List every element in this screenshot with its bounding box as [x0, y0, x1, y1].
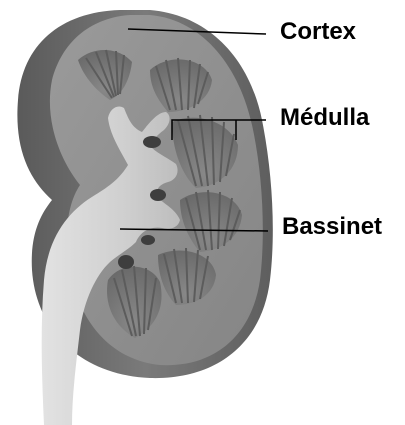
- pelvis-label: Bassinet: [282, 213, 382, 241]
- cortex-label: Cortex: [280, 18, 356, 46]
- medulla-label: Médulla: [280, 104, 369, 132]
